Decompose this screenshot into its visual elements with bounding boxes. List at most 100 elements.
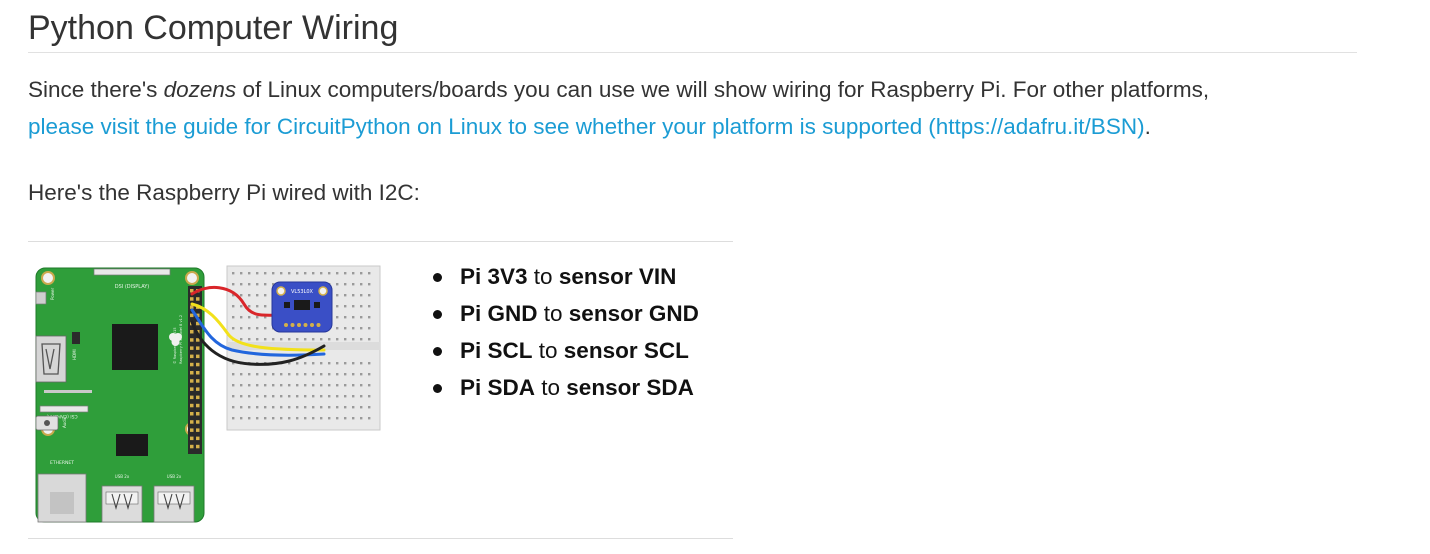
breadboard-hole	[288, 373, 291, 376]
breadboard-hole	[264, 417, 267, 420]
sensor-pin-hole	[297, 323, 301, 327]
breadboard-hole	[272, 417, 275, 420]
breadboard-hole	[248, 272, 251, 275]
breadboard-hole	[232, 327, 235, 330]
breadboard-hole	[248, 373, 251, 376]
breadboard-hole	[352, 272, 355, 275]
breadboard-hole	[296, 395, 299, 398]
breadboard-hole	[256, 316, 259, 319]
gpio-pin	[196, 428, 200, 432]
figure-bottom-divider	[28, 538, 733, 539]
breadboard-hole	[368, 338, 371, 341]
breadboard-hole	[312, 362, 315, 365]
breadboard-hole	[336, 384, 339, 387]
breadboard-hole	[328, 417, 331, 420]
breadboard-hole	[368, 417, 371, 420]
breadboard-hole	[360, 338, 363, 341]
breadboard-hole	[240, 272, 243, 275]
gpio-pin	[190, 289, 194, 293]
breadboard-hole	[336, 417, 339, 420]
breadboard-hole	[240, 384, 243, 387]
breadboard-hole	[304, 395, 307, 398]
gpio-pin	[190, 436, 194, 441]
figure-top-divider	[28, 241, 733, 242]
copyright-label: © Raspberry Pi 2015	[173, 327, 177, 364]
gpio-pin	[196, 444, 200, 449]
sda-wire	[190, 308, 326, 357]
breadboard-hole	[344, 305, 347, 308]
breadboard-hole	[288, 406, 291, 409]
breadboard-hole	[344, 316, 347, 319]
sensor-label: VL53L0X	[291, 289, 314, 295]
wiring-item: Pi GND to sensor GND	[433, 295, 699, 332]
sensor-pin: sensor VIN	[558, 264, 677, 289]
connector-text: to	[535, 375, 567, 400]
breadboard-hole	[368, 305, 371, 308]
raspberry-pi-logo	[169, 333, 182, 346]
breadboard-hole	[248, 384, 251, 387]
breadboard-hole	[320, 338, 323, 341]
pi-pin: Pi 3V3	[460, 264, 528, 289]
breadboard-hole	[232, 305, 235, 308]
breadboard-hole	[328, 272, 331, 275]
sensor-pin-hole	[303, 323, 308, 327]
breadboard-hole	[232, 294, 235, 297]
breadboard-hole	[344, 406, 347, 409]
breadboard-hole	[320, 272, 323, 275]
gpio-pin	[196, 412, 200, 416]
breadboard-hole	[264, 373, 267, 376]
breadboard-hole	[232, 283, 235, 286]
breadboard-hole	[352, 384, 355, 387]
breadboard-hole	[280, 384, 283, 387]
breadboard-hole	[248, 316, 251, 319]
breadboard-hole	[320, 395, 323, 398]
breadboard-hole	[352, 316, 355, 319]
breadboard-hole	[352, 305, 355, 308]
breadboard-hole	[360, 373, 363, 376]
breadboard-hole	[248, 338, 251, 341]
breadboard-hole	[280, 338, 283, 341]
breadboard-hole	[344, 395, 347, 398]
ethernet-label: ETHERNET	[50, 460, 74, 466]
gpio-pin	[196, 395, 200, 400]
sensor-pin: sensor SDA	[566, 375, 694, 400]
breadboard-hole	[280, 272, 283, 275]
breadboard-hole	[288, 395, 291, 398]
gpio-pin	[190, 305, 194, 309]
breadboard-hole	[256, 272, 259, 275]
gpio-pin	[196, 420, 200, 424]
sensor-pin-hole	[316, 323, 321, 327]
gpio-pin	[196, 297, 200, 301]
breadboard-hole	[368, 362, 371, 365]
breadboard-hole	[312, 406, 315, 409]
breadboard-hole	[312, 417, 315, 420]
breadboard-hole	[264, 272, 267, 275]
breadboard-hole	[304, 417, 307, 420]
circuitpython-linux-guide-link[interactable]: please visit the guide for CircuitPython…	[28, 114, 923, 139]
breadboard-hole	[296, 338, 299, 341]
breadboard-hole	[288, 417, 291, 420]
raspberry-pi-board: DSI (DISPLAY) Power HDMI CSI (CAMERA)	[35, 267, 205, 523]
breadboard-hole	[256, 417, 259, 420]
breadboard-hole	[352, 395, 355, 398]
breadboard-hole	[272, 406, 275, 409]
usb-label-1: USB 2x	[115, 474, 130, 479]
breadboard-hole	[344, 283, 347, 286]
breadboard-hole	[232, 316, 235, 319]
breadboard-hole	[264, 327, 267, 330]
gpio-pin	[196, 313, 200, 318]
gpio-pin	[190, 444, 194, 449]
breadboard-hole	[336, 327, 339, 330]
guide-short-url-link[interactable]: (https://adafru.it/BSN)	[928, 114, 1145, 139]
breadboard-hole	[312, 384, 315, 387]
gpio-pin	[190, 387, 194, 391]
gpio-pin	[190, 346, 194, 350]
breadboard-hole	[344, 327, 347, 330]
breadboard-hole	[280, 406, 283, 409]
breadboard-hole	[312, 272, 315, 275]
breadboard-hole	[328, 406, 331, 409]
breadboard-hole	[264, 406, 267, 409]
audio-label: Audio	[62, 416, 67, 428]
breadboard-hole	[368, 316, 371, 319]
breadboard-hole	[240, 305, 243, 308]
